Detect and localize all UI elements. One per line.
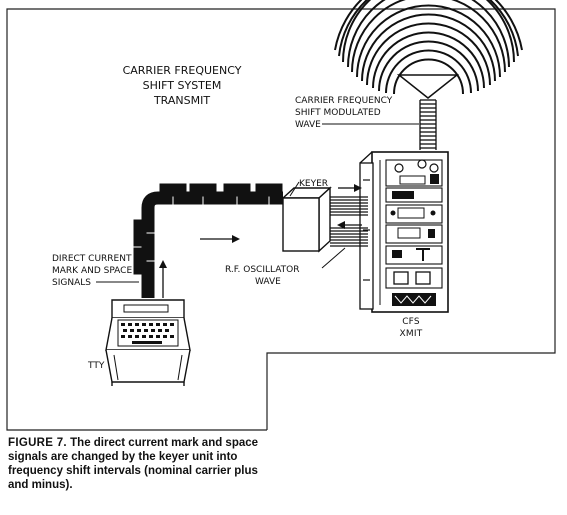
radiated-wave-icon (334, 0, 523, 95)
modulated-wave-label-3: WAVE (295, 120, 321, 130)
diagram-border (6, 8, 556, 431)
modulated-wave-label-2: SHIFT MODULATED (295, 108, 381, 118)
keyer-leader (289, 181, 300, 197)
diagram-title-line2: SHIFT SYSTEM (143, 79, 222, 92)
keyer-label: KEYER (299, 179, 328, 189)
keyer-output-arrow (338, 184, 362, 192)
rf-oscillator-label-2: WAVE (255, 277, 281, 287)
modulated-wave-label-1: CARRIER FREQUENCY (295, 96, 393, 106)
rf-oscillator-label-1: R.F. OSCILLATOR (225, 265, 300, 275)
keyer-to-transmitter-coil (330, 196, 368, 216)
diagram-title-line3: TRANSMIT (153, 94, 210, 107)
teletype-machine (105, 299, 191, 386)
diagram-title-line1: CARRIER FREQUENCY (123, 64, 242, 77)
modulated-wave-coil (419, 99, 437, 150)
figure-caption: FIGURE 7. The direct current mark and sp… (8, 436, 273, 492)
signal-direction-arrow-right (200, 235, 240, 243)
cfs-label-2: XMIT (400, 329, 423, 339)
tty-label: TTY (87, 361, 105, 371)
cfs-transmitter-rack (359, 151, 449, 313)
dc-signals-label-1: DIRECT CURRENT (52, 254, 132, 264)
cfs-label-1: CFS (402, 317, 420, 327)
rf-oscillator-leader (321, 247, 346, 269)
dc-signals-label-2: MARK AND SPACE (52, 266, 132, 276)
dc-signals-label-3: SIGNALS (52, 278, 91, 288)
rf-oscillator-coil (330, 227, 368, 247)
keyer-unit (281, 186, 332, 253)
signal-direction-arrow-up (159, 260, 167, 298)
oscillator-input-arrow (337, 221, 362, 229)
figure-number: FIGURE 7. (8, 437, 67, 449)
beam-cone (396, 74, 460, 99)
dc-signal-cable (133, 183, 283, 298)
figure-caption-text: The direct current mark and space signal… (8, 437, 259, 491)
